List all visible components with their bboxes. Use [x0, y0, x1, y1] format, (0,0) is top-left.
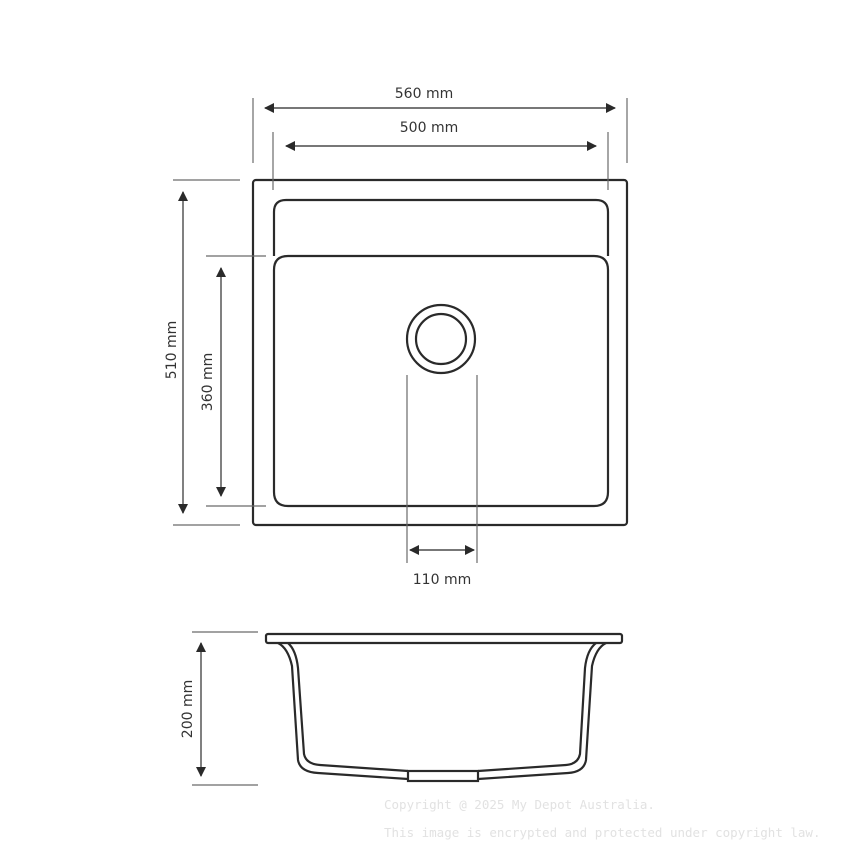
- waste-outlet-side: [406, 769, 480, 783]
- sink-back-ledge: [272, 198, 610, 256]
- label-bowl-depth: 360 mm: [200, 353, 216, 411]
- side-view: 200 mm: [180, 631, 624, 786]
- watermark-protection-notice: This image is encrypted and protected un…: [384, 825, 821, 840]
- watermark-copyright: Copyright @ 2025 My Depot Australia.: [384, 797, 655, 812]
- label-overall-width: 560 mm: [395, 86, 453, 102]
- label-bowl-height: 200 mm: [180, 680, 196, 738]
- sink-bowl-outer-profile: [277, 642, 607, 781]
- sink-rim-flange: [264, 632, 624, 645]
- sink-bowl-inner-profile: [287, 642, 597, 773]
- label-bowl-width: 500 mm: [400, 120, 458, 136]
- sink-bowl-outline: [272, 254, 610, 508]
- top-view: 560 mm 500 mm 510 mm 360 mm 110 mm: [164, 86, 629, 588]
- sink-outer-rim: [251, 178, 629, 527]
- waste-outlet-inner: [414, 312, 468, 366]
- label-waste-diameter: 110 mm: [413, 572, 471, 588]
- label-overall-depth: 510 mm: [164, 321, 180, 379]
- waste-outlet-outer: [405, 303, 477, 375]
